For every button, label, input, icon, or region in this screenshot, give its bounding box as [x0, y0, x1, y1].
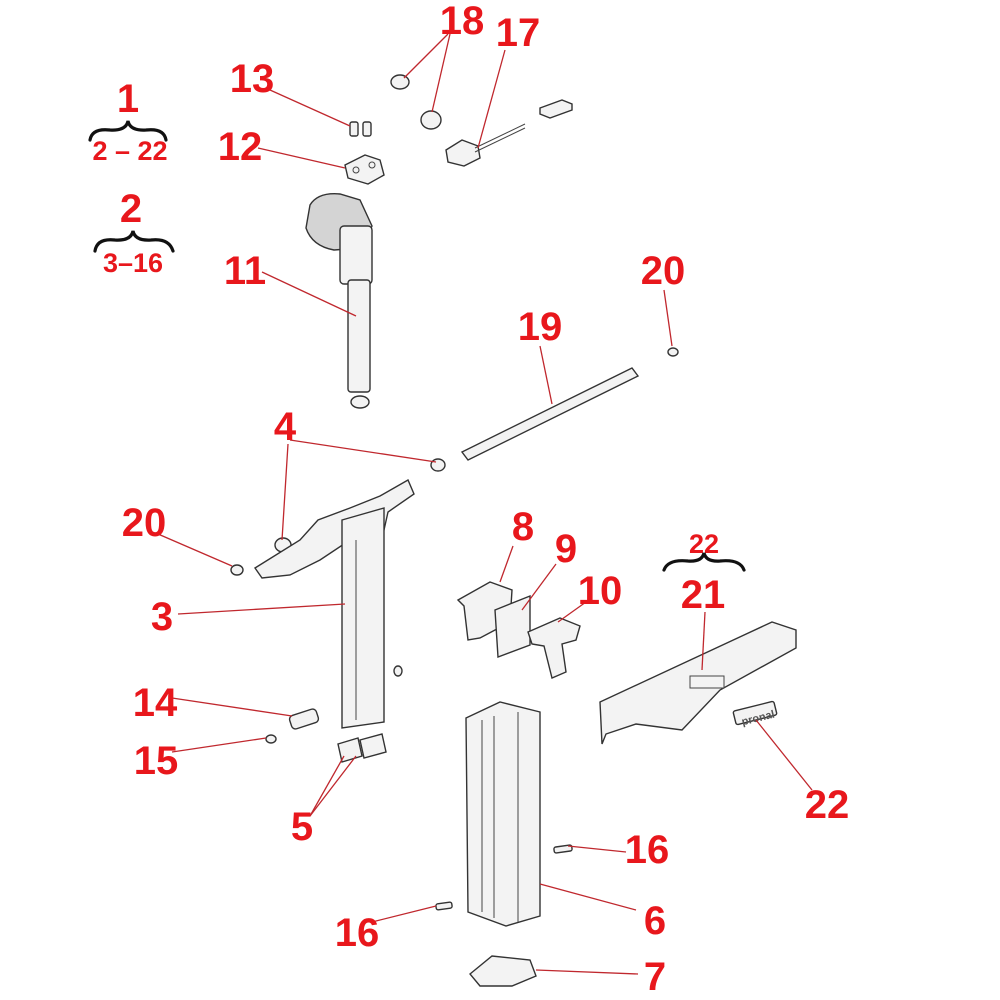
group-1-number: 1 — [117, 77, 139, 121]
part-4-bushing-right — [430, 458, 446, 472]
group-2-label: 2 3–16 — [93, 187, 175, 278]
group-1-label: 1 2 – 22 — [88, 77, 168, 166]
part-10-handle — [527, 617, 581, 679]
part-14-pin — [288, 708, 320, 730]
group-21-label: 22 21 — [662, 529, 746, 617]
callout-16-left: 16 — [335, 911, 380, 955]
part-20-ring-left — [230, 564, 244, 576]
callout-18: 18 — [440, 0, 485, 43]
part-9-plate — [494, 594, 531, 658]
group-1-brace — [88, 120, 168, 142]
part-11-actuator — [305, 193, 373, 409]
part-15-ring — [265, 734, 277, 744]
callout-20-top: 20 — [641, 249, 686, 293]
part-3-column — [254, 479, 415, 729]
callout-7: 7 — [644, 955, 666, 999]
group-21-number: 21 — [681, 573, 726, 617]
callout-22: 22 — [805, 783, 850, 827]
part-20-ring-right — [667, 347, 679, 357]
part-6-profile — [465, 701, 541, 927]
part-19-shaft — [460, 367, 640, 461]
callout-8: 8 — [512, 505, 534, 549]
part-22-logo-badge: pronal — [732, 700, 778, 728]
part-21-rail — [599, 621, 797, 745]
part-17-connector — [445, 99, 573, 167]
part-7-foot — [469, 955, 537, 987]
part-18-clamps — [390, 74, 442, 130]
part-13-screws — [349, 121, 372, 137]
leader-lines — [157, 33, 813, 975]
callout-15: 15 — [134, 739, 179, 783]
part-12-bracket — [344, 154, 385, 185]
callout-10: 10 — [578, 569, 623, 613]
callout-14: 14 — [133, 681, 178, 725]
group-2-number: 2 — [120, 187, 142, 231]
callout-13: 13 — [230, 57, 275, 101]
group-21-brace — [662, 552, 746, 572]
group-1-range: 2 – 22 — [92, 136, 167, 166]
callout-16-right: 16 — [625, 828, 670, 872]
callout-3: 3 — [151, 595, 173, 639]
callout-20-left: 20 — [122, 501, 167, 545]
callout-12: 12 — [218, 125, 263, 169]
callout-5: 5 — [291, 805, 313, 849]
group-2-range: 3–16 — [103, 248, 163, 278]
callout-17: 17 — [496, 11, 541, 55]
callout-11: 11 — [224, 249, 266, 293]
part-5-clips — [337, 733, 387, 763]
part-16-screw-left — [435, 901, 453, 911]
callout-9: 9 — [555, 527, 577, 571]
callout-4: 4 — [274, 405, 297, 449]
callout-6: 6 — [644, 899, 666, 943]
part-16-screw-right — [553, 844, 573, 854]
group-2-brace — [93, 230, 175, 253]
callout-numbers: 18 17 13 12 11 20 19 4 20 8 9 10 3 14 15… — [122, 0, 850, 999]
callout-19: 19 — [518, 305, 563, 349]
